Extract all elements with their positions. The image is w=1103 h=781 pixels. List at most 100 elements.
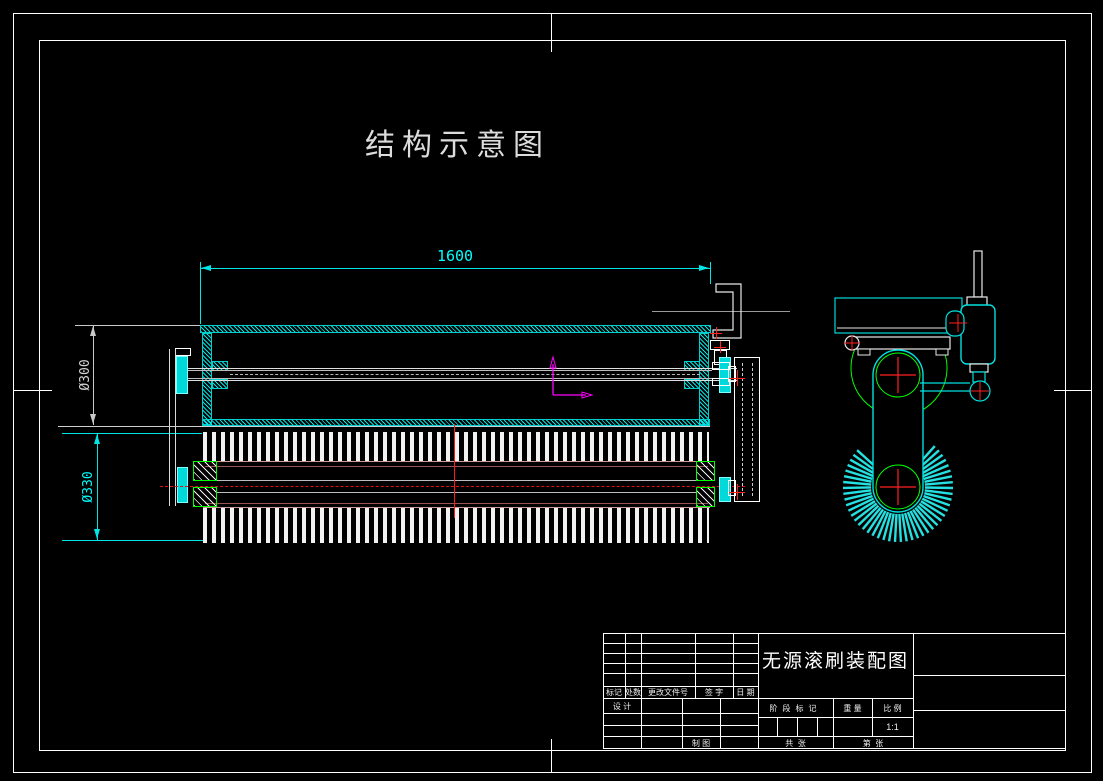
dim-ext-line <box>75 325 200 326</box>
tb-line <box>733 633 734 698</box>
flange-lower <box>177 467 188 503</box>
tb-product-title: 无源滚刷装配图 <box>761 651 909 672</box>
tb-line <box>625 633 626 698</box>
tb-line <box>758 717 913 718</box>
dim-arrow-left <box>201 265 211 271</box>
tb-line <box>603 686 758 687</box>
bearing-block <box>212 379 228 389</box>
tb-label-scale: 比 例 <box>883 704 902 713</box>
housing-bottom-plate <box>202 419 710 426</box>
tb-line <box>603 698 913 699</box>
bolt-center-mark <box>714 341 726 353</box>
bristle-band-lower <box>203 508 709 543</box>
flange-cap <box>175 348 191 356</box>
side-view <box>834 250 996 542</box>
roller-shell-line <box>205 466 708 467</box>
roller-axis-centerline <box>160 486 745 487</box>
dim-ext-line <box>62 540 205 541</box>
dim-arrow-up <box>94 434 100 444</box>
dim-text-dia330: Ø330 <box>81 471 96 503</box>
tb-label-change-file: 更改文件号 <box>648 688 688 697</box>
shaft-line <box>176 368 737 369</box>
roller-core-line <box>216 492 697 493</box>
dim-arrow-down <box>94 529 100 539</box>
roller-core-line <box>216 480 697 481</box>
dim-ext-line <box>62 433 202 434</box>
tb-label-stage-mark: 阶段标记 <box>769 704 822 713</box>
tb-label-sign: 签 字 <box>704 688 724 697</box>
tensioner-rod <box>973 250 983 298</box>
bolt-center-mark <box>949 314 967 332</box>
plate-foot <box>857 348 871 356</box>
bristle-band-upper <box>203 432 709 461</box>
plate-foot <box>935 348 949 356</box>
tb-line <box>682 698 683 748</box>
end-plate-line <box>175 349 176 506</box>
tb-line <box>758 633 759 748</box>
tb-label-design: 设 计 <box>612 702 632 711</box>
bolt-center-mark <box>729 370 745 386</box>
centering-mark-bottom <box>551 739 552 773</box>
tb-line <box>641 633 642 748</box>
tb-line <box>603 653 758 654</box>
flange-upper <box>176 356 188 394</box>
centering-mark-right <box>1054 390 1092 391</box>
tb-line <box>603 643 758 644</box>
boundary-line <box>58 426 710 427</box>
roller-shell-line <box>203 507 710 508</box>
sheet-outer-border <box>13 13 1092 773</box>
dim-ext-line <box>710 262 711 284</box>
tb-line <box>603 748 1066 749</box>
tb-line <box>913 710 1066 711</box>
roller-shell-line <box>205 503 708 504</box>
housing-top-plate <box>200 325 711 333</box>
tb-label-qty: 处数 <box>625 688 641 697</box>
tensioner-body <box>960 304 996 365</box>
tb-label-weight: 重 量 <box>843 704 862 713</box>
tb-sheet-no: 第 张 <box>862 739 884 748</box>
tb-line <box>603 713 758 714</box>
ucs-axes-icon <box>549 355 594 399</box>
dim-line-1600 <box>200 268 710 269</box>
tb-line <box>603 736 913 737</box>
tb-line <box>797 717 798 736</box>
tb-total-sheets: 共 张 <box>785 739 806 748</box>
tb-line <box>695 633 696 698</box>
pivot-center-mark <box>880 469 916 505</box>
housing-left-channel <box>202 333 212 425</box>
tb-label-date: 日 期 <box>736 688 755 697</box>
dim-line-dia330 <box>97 433 98 540</box>
tensioner-nut <box>969 363 989 373</box>
roller-end-cap <box>193 461 217 481</box>
tb-scale-value: 1:1 <box>886 722 899 732</box>
dim-arrow-up <box>90 326 96 336</box>
shaft-line <box>188 370 712 371</box>
channel-centerline <box>652 311 790 312</box>
tb-line <box>777 717 778 736</box>
bracket-hidden-line <box>752 363 753 496</box>
tb-line <box>833 698 834 748</box>
bolt-center-mark <box>729 484 745 500</box>
bolt-center-mark <box>844 335 860 351</box>
roller-end-cap <box>696 461 715 481</box>
shaft-line <box>188 378 712 379</box>
dim-line-dia300 <box>93 325 94 425</box>
tb-line <box>603 725 758 726</box>
tb-line <box>913 675 1066 676</box>
sheet-inner-border <box>39 40 1066 751</box>
dim-ext-line <box>200 262 201 324</box>
housing-box <box>834 297 963 334</box>
tb-label-mark: 标记 <box>606 688 622 697</box>
roller-end-cap <box>696 487 715 507</box>
tb-line <box>913 633 914 748</box>
shaft-centerline <box>230 374 700 375</box>
roller-end-cap <box>193 487 217 507</box>
c-channel-bracket <box>712 283 742 339</box>
mount-plate <box>852 336 951 350</box>
dim-text-dia300: Ø300 <box>78 359 93 391</box>
centering-mark-left <box>13 390 52 391</box>
tb-line <box>603 633 1066 634</box>
tb-line <box>817 717 818 736</box>
housing-right-channel <box>699 333 709 425</box>
